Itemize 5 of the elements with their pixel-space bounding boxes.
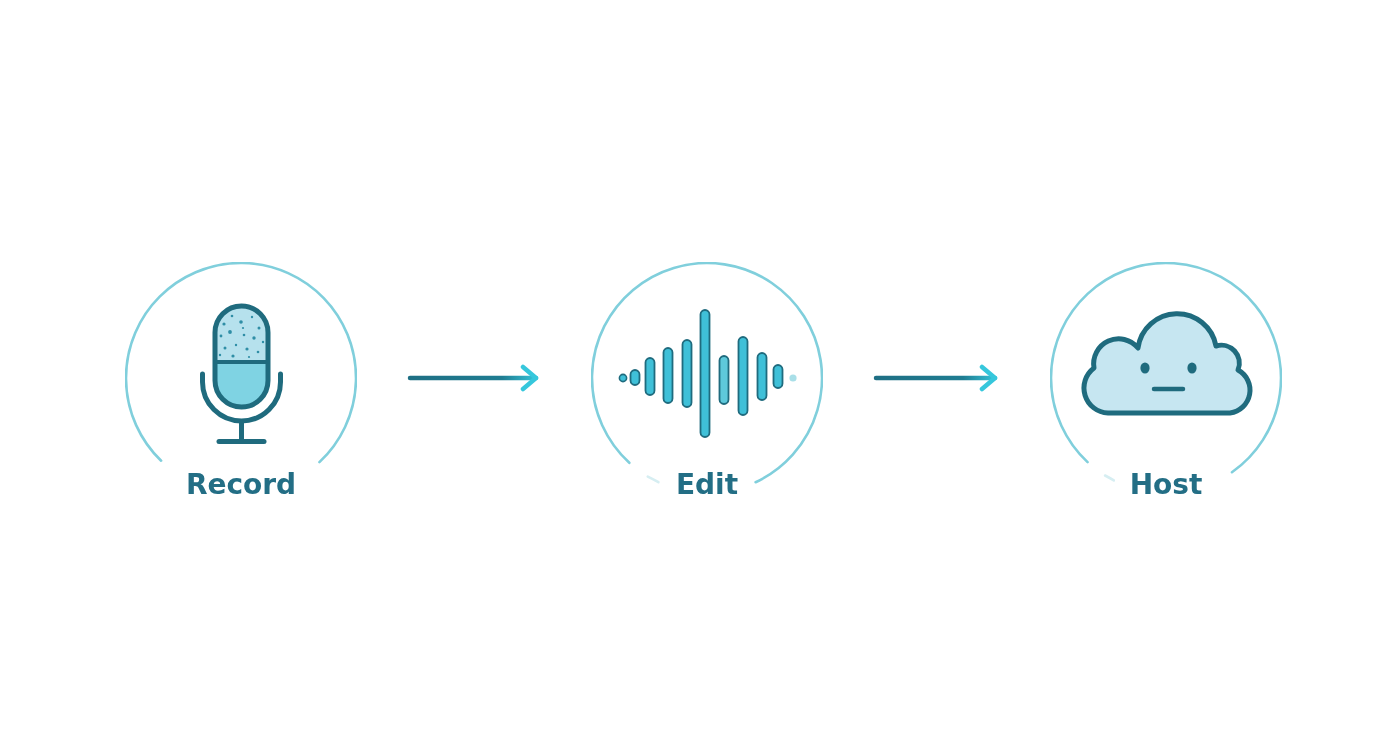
step-label: Record [185,468,297,502]
step-label: Edit [675,468,739,502]
step-label: Host [1129,468,1203,502]
arrow [407,364,539,392]
arrow [873,364,998,392]
